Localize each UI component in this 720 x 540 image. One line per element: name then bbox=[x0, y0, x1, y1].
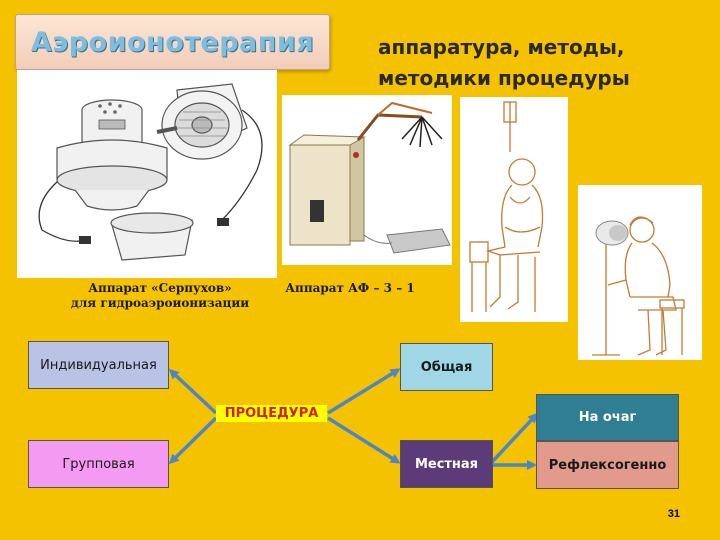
slide-subtitle: аппаратура, методы, методики процедуры bbox=[378, 32, 678, 94]
subtitle-line-1: аппаратура, методы, bbox=[378, 35, 625, 59]
slide-title-box: Аэроионотерапия bbox=[15, 14, 330, 70]
group-procedure-box: Групповая bbox=[28, 440, 169, 488]
procedure-box: ПРОЦЕДУРА bbox=[216, 405, 327, 422]
reflexogenic-label: Рефлексогенно bbox=[548, 457, 667, 473]
arrow-to-general bbox=[327, 368, 401, 415]
individual-procedure-box: Индивидуальная bbox=[28, 341, 169, 389]
reflexogenic-box: Рефлексогенно bbox=[536, 441, 679, 489]
af-3-1-apparatus-image bbox=[282, 95, 452, 265]
arrow-to-individual bbox=[168, 368, 218, 415]
general-procedure-label: Общая bbox=[420, 359, 473, 375]
on-focus-label: На очаг bbox=[578, 410, 637, 425]
arrow-to-local bbox=[327, 416, 401, 464]
af-caption: Аппарат АФ – 3 – 1 bbox=[285, 281, 415, 295]
serpukhov-caption-line-1: Аппарат «Серпухов» bbox=[88, 281, 232, 295]
local-procedure-label: Местная bbox=[414, 456, 479, 472]
page-number: 31 bbox=[667, 508, 680, 520]
seated-patient-sketch bbox=[460, 97, 568, 322]
individual-procedure-label: Индивидуальная bbox=[40, 357, 157, 373]
group-procedure-label: Групповая bbox=[62, 456, 135, 472]
serpukhov-caption: Аппарат «Серпухов» для гидроаэроионизаци… bbox=[60, 281, 260, 311]
serpukhov-caption-line-2: для гидроаэроионизации bbox=[70, 296, 250, 310]
arrow-to-on-focus bbox=[490, 412, 539, 464]
serpukhov-apparatus-image bbox=[17, 70, 277, 278]
general-procedure-box: Общая bbox=[400, 343, 493, 391]
arrow-to-group bbox=[168, 416, 218, 465]
patient-with-lamp-sketch bbox=[578, 185, 702, 360]
slide-title: Аэроионотерапия bbox=[30, 26, 315, 58]
local-procedure-box: Местная bbox=[400, 440, 493, 488]
procedure-label: ПРОЦЕДУРА bbox=[224, 406, 319, 421]
subtitle-line-2: методики процедуры bbox=[378, 66, 630, 90]
on-focus-box: На очаг bbox=[536, 394, 679, 441]
